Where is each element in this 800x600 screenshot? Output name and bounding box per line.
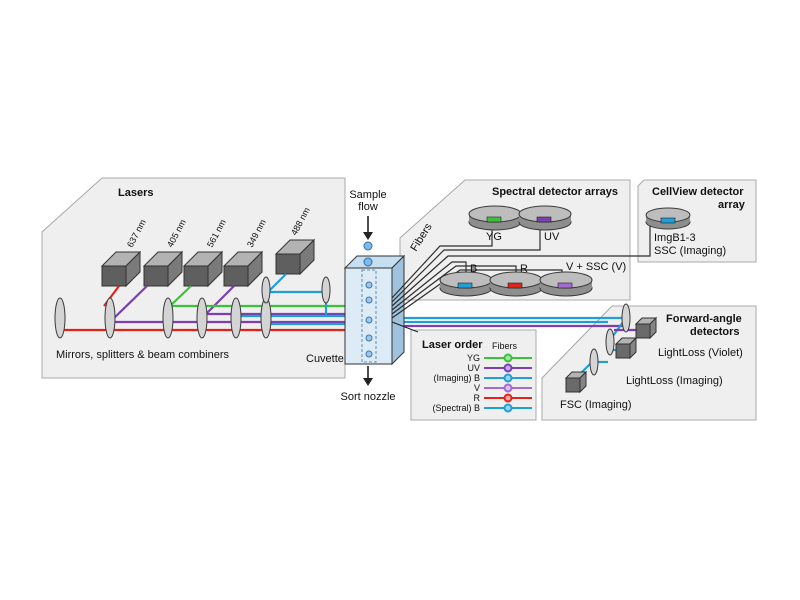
sample-flow-arrowhead — [363, 232, 373, 240]
laser-order-item-6: (Spectral) B — [432, 403, 480, 413]
beam-violet-drop — [111, 285, 148, 321]
laser-order-item-4: V — [474, 383, 480, 393]
cellview-panel — [637, 179, 757, 263]
fwd-violet-label: LightLoss (Violet) — [658, 347, 743, 359]
detector-v-ssc — [539, 271, 593, 297]
laser-order-item-5: R — [474, 393, 481, 403]
mirror-3 — [162, 297, 174, 339]
forward-title-1: Forward-angle — [666, 313, 742, 325]
spectral-panel — [399, 179, 631, 301]
mirror-2 — [104, 297, 116, 339]
mirror-5 — [230, 297, 242, 339]
fwd-detector-imaging — [614, 336, 638, 360]
laser-order-item-2: UV — [467, 363, 480, 373]
spectral-uv-label: UV — [544, 231, 560, 243]
beam-blue-drop — [267, 273, 287, 293]
detector-cellview — [645, 207, 691, 230]
fwd-mirror-2 — [605, 328, 615, 356]
sample-flow-label-2: flow — [358, 201, 378, 213]
fwd-mirror-1 — [621, 303, 631, 333]
mirror-7 — [261, 276, 271, 304]
spectral-vssc-label: V + SSC (V) — [566, 261, 626, 273]
mirror-6 — [260, 297, 272, 339]
forward-panel — [541, 305, 757, 421]
cellview-det-line1: ImgB1-3 — [654, 232, 696, 244]
mirror-1 — [54, 297, 66, 339]
laser-order-title: Laser order — [422, 339, 483, 351]
beam-uv-drop — [205, 285, 235, 315]
laser-561nm — [182, 250, 224, 288]
fwd-detector-fsc — [564, 370, 588, 394]
mirror-8 — [321, 276, 331, 304]
laser-349nm — [222, 250, 264, 288]
laser-order-fibers-header: Fibers — [492, 341, 518, 351]
cellview-det-line2: SSC (Imaging) — [654, 245, 726, 257]
spectral-title: Spectral detector arrays — [492, 186, 618, 198]
sort-nozzle-label: Sort nozzle — [340, 391, 395, 403]
detector-b — [439, 271, 493, 297]
detector-uv — [518, 205, 572, 231]
fwd-imaging-label: LightLoss (Imaging) — [626, 375, 723, 387]
fwd-detector-violet — [634, 316, 658, 340]
spectral-yg-label: YG — [486, 231, 502, 243]
cuvette — [343, 254, 406, 366]
laser-order-item-3: (Imaging) B — [433, 373, 480, 383]
sort-arrowhead — [363, 378, 373, 386]
cellview-title-2: array — [718, 199, 746, 211]
laser-488nm — [274, 238, 316, 276]
sample-droplet-1 — [363, 241, 373, 251]
laser-order-item-1: YG — [467, 353, 480, 363]
optics-label: Mirrors, splitters & beam combiners — [56, 349, 229, 361]
sample-droplet-2 — [363, 257, 373, 267]
laser-order-pointer — [391, 321, 419, 333]
lasers-title: Lasers — [118, 187, 153, 199]
optics-lenses — [54, 276, 631, 376]
sample-flow-label-1: Sample — [349, 189, 386, 201]
laser-order-lines — [484, 353, 532, 413]
laser-405nm — [142, 250, 184, 288]
cellview-title-1: CellView detector — [652, 186, 744, 198]
mirror-4 — [196, 297, 208, 339]
cuvette-label: Cuvette — [306, 353, 344, 365]
spectral-b-label: B — [470, 263, 477, 275]
fwd-fsc-label: FSC (Imaging) — [560, 399, 632, 411]
fwd-mirror-3 — [589, 348, 599, 376]
forward-title-2: detectors — [690, 326, 740, 338]
laser-637nm — [100, 250, 142, 288]
spectral-r-label: R — [520, 263, 528, 275]
detector-r — [489, 271, 543, 297]
beam-green-drop — [169, 285, 192, 307]
detector-yg — [468, 205, 522, 231]
